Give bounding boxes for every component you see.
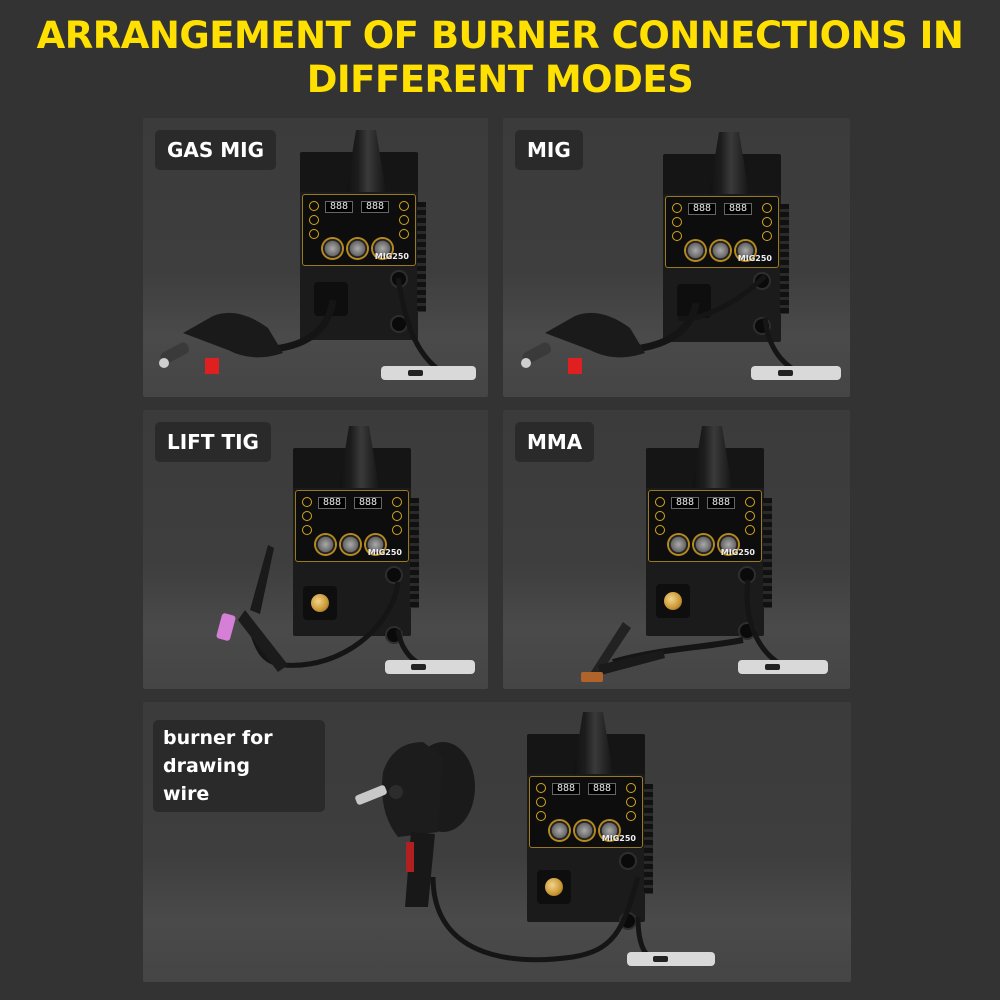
display-right: 888 <box>588 783 616 795</box>
display-left: 888 <box>318 497 346 509</box>
panel-mig: MIG 888 888 MIG250 <box>503 118 850 397</box>
panel-lift-tig: LIFT TIG 888 888 MIG250 <box>143 410 488 689</box>
welder-machine: 888 888 MIG250 <box>646 426 772 640</box>
mode-label-gas-mig: GAS MIG <box>155 130 277 170</box>
display-left: 888 <box>325 201 353 213</box>
model-name: MIG250 <box>720 548 755 557</box>
euro-socket <box>303 586 337 620</box>
knob <box>711 241 730 260</box>
electrode-holder-icon <box>581 579 828 682</box>
mode-label-spool-gun: burner for drawing wire <box>153 720 325 812</box>
knob <box>736 241 755 260</box>
model-name: MIG250 <box>737 254 772 263</box>
mig-gun-icon <box>159 277 476 380</box>
euro-socket <box>537 870 571 904</box>
display-right: 888 <box>354 497 382 509</box>
display-right: 888 <box>361 201 389 213</box>
euro-socket <box>656 584 690 618</box>
model-name: MIG250 <box>374 252 409 261</box>
spool-gun-icon <box>355 742 715 967</box>
control-panel: 888 888 MIG250 <box>302 194 416 266</box>
knob <box>373 239 392 258</box>
panel-spool-gun: burner for drawing wire 888 888 MIG250 <box>143 702 851 982</box>
knob <box>694 535 713 554</box>
model-name: MIG250 <box>601 834 636 843</box>
control-panel: 888 888 MIG250 <box>295 490 409 562</box>
knob <box>719 535 738 554</box>
mode-label-mig: MIG <box>515 130 583 170</box>
welder-machine: 888 888 MIG250 <box>293 426 419 644</box>
mode-label-mma: MMA <box>515 422 595 462</box>
display-right: 888 <box>707 497 735 509</box>
knob <box>600 821 619 840</box>
cooling-fins <box>644 784 653 894</box>
cooling-fins <box>410 498 419 608</box>
control-panel: 888 888 MIG250 <box>648 490 762 562</box>
knob <box>550 821 569 840</box>
knob <box>366 535 385 554</box>
welder-machine: 888 888 MIG250 <box>300 130 426 340</box>
welder-machine: 888 888 MIG250 <box>663 132 789 342</box>
panel-gas-mig: GAS MIG 888 888 MIG250 <box>143 118 488 397</box>
knob <box>686 241 705 260</box>
knob <box>575 821 594 840</box>
panel-mma: MMA 888 888 MIG250 <box>503 410 850 689</box>
control-panel: 888 888 MIG250 <box>665 196 779 268</box>
display-left: 888 <box>552 783 580 795</box>
knob <box>316 535 335 554</box>
mode-label-lift-tig: LIFT TIG <box>155 422 271 462</box>
display-left: 888 <box>688 203 716 215</box>
display-right: 888 <box>724 203 752 215</box>
welder-machine: 888 888 MIG250 <box>527 712 653 930</box>
mig-gun-icon <box>521 274 841 380</box>
display-left: 888 <box>671 497 699 509</box>
cooling-fins <box>763 498 772 608</box>
cooling-fins <box>780 204 789 314</box>
knob <box>669 535 688 554</box>
title-line-1: ARRANGEMENT OF BURNER CONNECTIONS IN <box>36 14 964 57</box>
title-line-2: DIFFERENT MODES <box>306 58 694 101</box>
knob <box>341 535 360 554</box>
knob <box>348 239 367 258</box>
cooling-fins <box>417 202 426 312</box>
knob <box>323 239 342 258</box>
tig-torch-icon <box>216 545 475 674</box>
control-panel: 888 888 MIG250 <box>529 776 643 848</box>
model-name: MIG250 <box>367 548 402 557</box>
page-title: ARRANGEMENT OF BURNER CONNECTIONS IN DIF… <box>0 14 1000 102</box>
